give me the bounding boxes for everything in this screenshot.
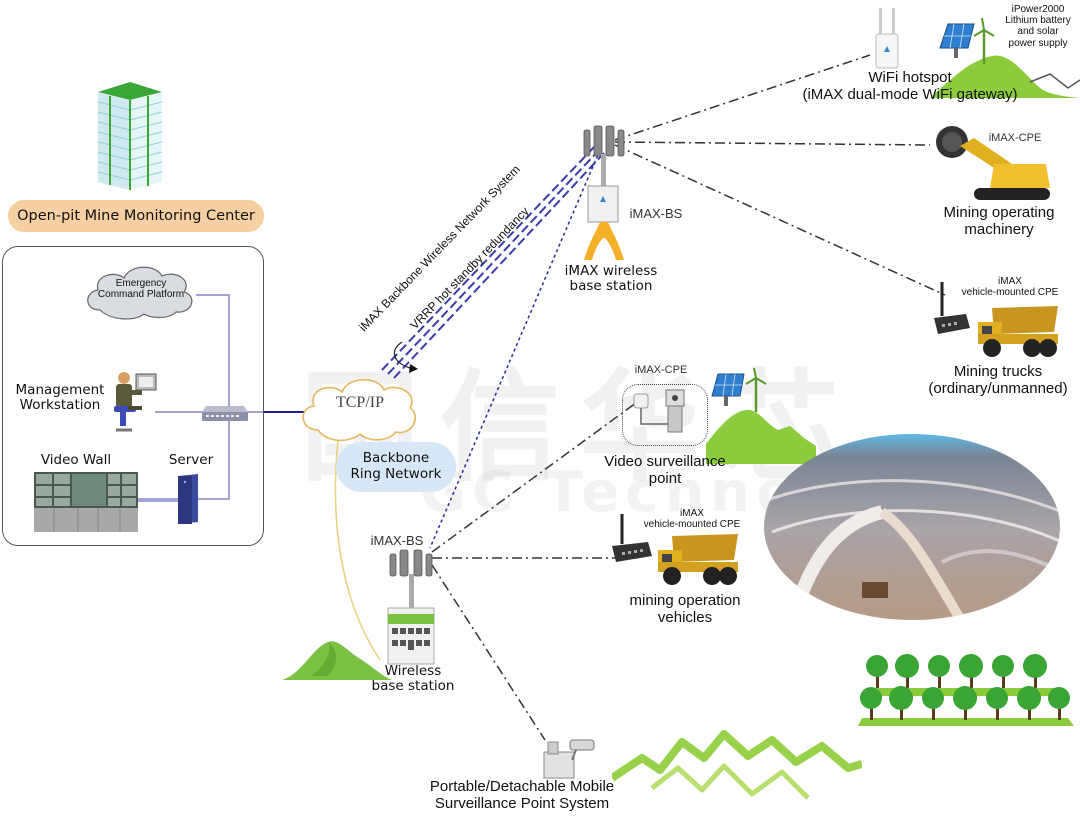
vehicles-model: iMAX vehicle-mounted CPE — [643, 508, 741, 531]
vehicles-label: mining operation vehicles — [629, 592, 741, 626]
redundancy-arrow — [393, 341, 411, 369]
wifi-hotspot-label: WiFi hotspot (iMAX dual-mode WiFi gatewa… — [802, 69, 1018, 103]
tcpip-cloud-icon — [302, 378, 416, 442]
bottom-bs-label: Wireless base station — [371, 663, 455, 695]
operation-vehicle-icon — [658, 534, 738, 585]
tcpip-label: TCP/IP — [335, 394, 384, 411]
video-wall-label: Video Wall — [40, 452, 112, 468]
top-bs-model: iMAX-BS — [629, 206, 683, 221]
mountain-icon-top-right — [930, 55, 1080, 98]
portable-surveillance-icon — [543, 739, 595, 779]
solar-wind-icon-top — [939, 18, 995, 64]
building-icon — [97, 82, 163, 190]
trucks-model: iMAX vehicle-mounted CPE — [961, 276, 1059, 299]
machinery-label: Mining operating machinery — [943, 204, 1055, 238]
redundancy-arrowhead — [409, 364, 418, 373]
mountain-icon-mid — [706, 409, 816, 464]
workstation-label: Management Workstation — [15, 382, 105, 414]
trucks-label: Mining trucks (ordinary/unmanned) — [928, 363, 1068, 397]
bs-interlink — [429, 149, 601, 549]
emergency-cloud-icon — [87, 266, 193, 320]
top-base-station-icon — [583, 125, 625, 260]
bottom-base-station-icon — [387, 549, 435, 665]
video-point-box — [622, 384, 708, 446]
monitoring-center-title: Open-pit Mine Monitoring Center — [8, 200, 264, 232]
server-icon — [178, 474, 198, 524]
video-point-devices-icon — [633, 389, 685, 433]
mining-truck-icon — [978, 306, 1058, 357]
solar-wind-icon-mid — [711, 368, 767, 412]
backbone-ring-label: Backbone Ring Network — [336, 442, 456, 492]
open-pit-mine-photo — [764, 434, 1060, 620]
mountain-icon-left — [282, 641, 392, 680]
top-bs-label: iMAX wireless base station — [564, 263, 658, 295]
switch-icon — [202, 406, 248, 421]
wifi-gateway-icon — [875, 8, 899, 69]
video-point-model: iMAX-CPE — [634, 364, 688, 376]
power-supply-label: iPower2000 Lithium battery and solar pow… — [1005, 4, 1071, 49]
forest-icon — [858, 654, 1074, 726]
mountain-icon-bottom — [612, 730, 862, 800]
portable-label: Portable/Detachable Mobile Surveillance … — [429, 778, 615, 812]
server-label: Server — [168, 452, 214, 468]
wireless-links — [431, 54, 946, 741]
fiber-link — [334, 439, 381, 661]
machinery-model: iMAX-CPE — [988, 132, 1042, 144]
vehicle-cpe-icon-trucks — [934, 282, 970, 334]
emergency-platform-label: Emergency Command Platform — [97, 278, 185, 301]
video-point-label: Video surveillance point — [604, 453, 726, 487]
vehicle-cpe-icon-vehicles — [612, 514, 652, 562]
workstation-icon — [114, 372, 157, 432]
mining-machinery-icon — [936, 126, 1050, 200]
bottom-bs-model: iMAX-BS — [370, 533, 424, 548]
video-wall-icon — [34, 472, 138, 532]
